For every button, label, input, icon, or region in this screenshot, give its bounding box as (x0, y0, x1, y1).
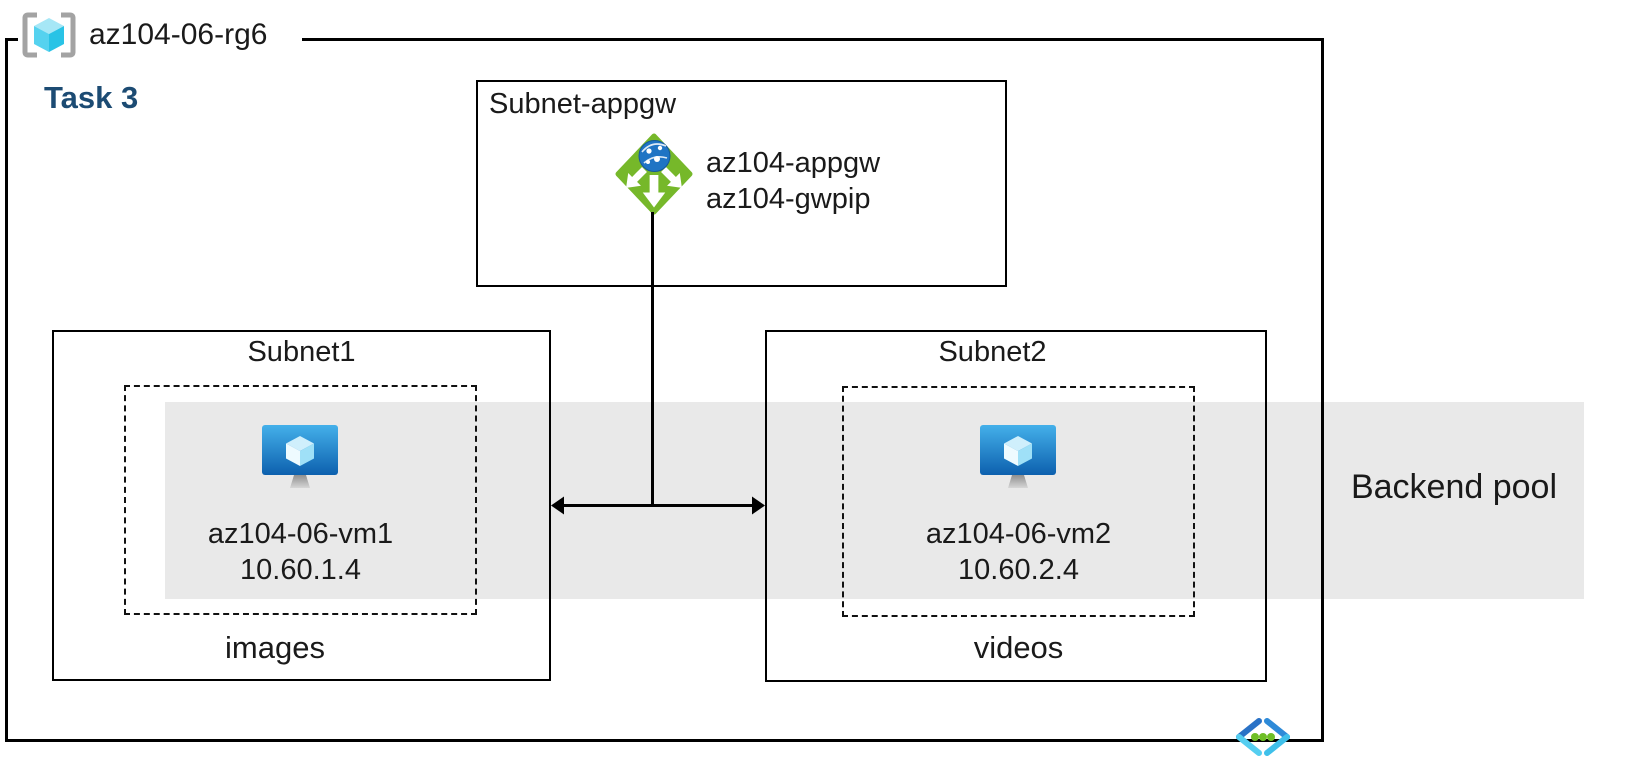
backend-pool-label: Backend pool (1350, 468, 1558, 506)
subnet1-title: Subnet1 (247, 336, 356, 368)
vm2-ip: 10.60.2.4 (958, 554, 1079, 586)
vm2-name: az104-06-vm2 (925, 518, 1112, 550)
backend-pool-band (165, 402, 1584, 599)
subnet-appgw-title: Subnet-appgw (489, 88, 677, 120)
resource-group-box (5, 38, 1324, 742)
resource-group-name: az104-06-rg6 (89, 18, 268, 51)
subnet2-title: Subnet2 (938, 336, 1047, 368)
subnet2-box (765, 330, 1267, 682)
virtual-machine-icon (262, 425, 338, 488)
resource-group-icon (22, 12, 76, 58)
subnet-double-arrow (551, 496, 765, 515)
virtual-network-icon (1236, 718, 1290, 756)
appgw-pip-name: az104-gwpip (706, 182, 871, 215)
virtual-machine-icon (980, 425, 1056, 488)
subnet1-backend-dashed-box (124, 385, 477, 615)
subnet2-backend-dashed-box (842, 386, 1195, 617)
vm1-ip: 10.60.1.4 (240, 554, 361, 586)
task-label: Task 3 (44, 80, 139, 115)
resource-group-header: az104-06-rg6 (18, 8, 302, 62)
subnet2-storage-label: videos (973, 630, 1064, 665)
subnet1-storage-label: images (225, 630, 325, 665)
appgw-labels: az104-appgw az104-gwpip (706, 146, 880, 217)
subnet-appgw-box (476, 80, 1007, 287)
subnet1-box (52, 330, 551, 681)
vm1-name: az104-06-vm1 (207, 518, 394, 550)
gateway-connector-line (651, 212, 654, 506)
application-gateway-icon (615, 133, 693, 215)
appgw-name: az104-appgw (706, 147, 881, 179)
